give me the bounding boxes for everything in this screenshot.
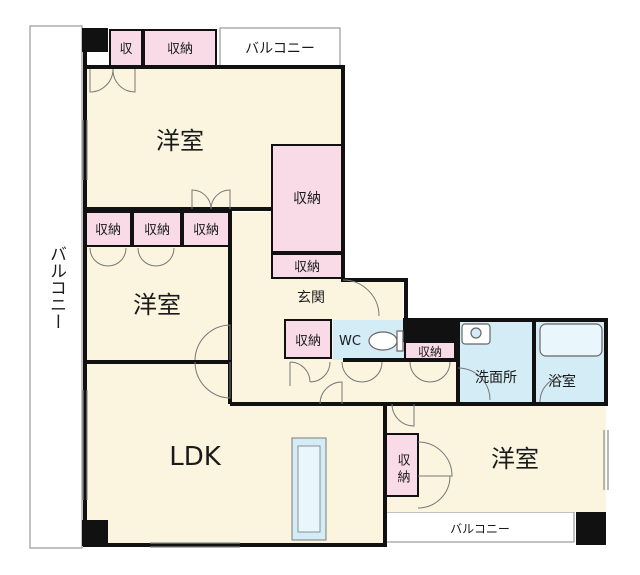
- door-arc: [194, 324, 231, 361]
- room-labels: 洋室 洋室 LDK 洋室 玄関 WC 洗面所 浴室: [133, 127, 576, 473]
- toilet-tank-icon: [396, 330, 404, 352]
- door-arc: [289, 361, 311, 386]
- toilet-icon: [368, 331, 398, 351]
- door-arc: [210, 189, 231, 210]
- room-label-western-mid: 洋室: [133, 291, 181, 319]
- door-arc: [191, 189, 212, 210]
- balcony-labels: バルコニー バルコニー バルコニー: [46, 41, 510, 536]
- storage-label-mid-3: 収納: [193, 223, 219, 238]
- room-label-ldk: LDK: [169, 442, 222, 472]
- room-label-western-top: 洋室: [156, 127, 204, 155]
- storage-fills: [84, 29, 456, 497]
- storage-ldk-right: [385, 433, 419, 497]
- storage-label-hall-2: 収納: [418, 345, 442, 359]
- storage-hall-1: [284, 319, 332, 359]
- balcony-label-left: バルコニー: [46, 245, 66, 330]
- wall-blocks: [82, 28, 606, 546]
- storage-labels: 収 収納 収納 収納 収納 収納 収納 収納 収納 収納: [95, 42, 442, 487]
- storage-label-hall-1: 収納: [295, 334, 321, 349]
- door-arc: [417, 475, 451, 509]
- door-arc: [409, 361, 451, 383]
- storage-label-ldk-right: 収納: [395, 453, 411, 487]
- bathtub-icon: [539, 323, 603, 357]
- storage-mid-2: [132, 211, 182, 247]
- storage-label-right-small: 収納: [294, 260, 320, 275]
- room-label-wc: WC: [339, 334, 361, 349]
- door-arc: [89, 68, 114, 93]
- storage-right-small: [271, 253, 343, 279]
- storage-top-small: [109, 29, 143, 67]
- storage-top-1: [143, 29, 217, 67]
- balcony-label-bottom: バルコニー: [450, 522, 510, 536]
- door-arc: [319, 381, 343, 405]
- door-arc: [457, 367, 491, 401]
- storage-label-mid-2: 収納: [144, 223, 170, 238]
- door-arc: [112, 68, 136, 93]
- door-arc: [194, 361, 231, 399]
- balcony-label-top: バルコニー: [245, 41, 315, 57]
- room-label-western-right: 洋室: [491, 445, 539, 473]
- ldk-area: [85, 362, 385, 544]
- storage-mid-3: [182, 211, 231, 247]
- storage-label-top-small: 収: [119, 42, 132, 57]
- door-swings: [89, 68, 567, 509]
- door-arc: [341, 361, 383, 383]
- kitchen-sink: [297, 445, 321, 533]
- door-arc: [309, 361, 331, 383]
- storage-label-top-1: 収納: [167, 42, 193, 57]
- balcony-left-outline: [29, 25, 83, 549]
- room-label-entrance: 玄関: [297, 289, 325, 306]
- room-label-washroom: 洗面所: [475, 370, 517, 386]
- western-right-area: [386, 404, 606, 512]
- door-arc: [391, 403, 415, 427]
- basin-drain-icon: [470, 327, 482, 339]
- fixtures: [368, 323, 603, 357]
- storage-right-tall: [271, 144, 343, 253]
- door-arc: [539, 375, 567, 403]
- storage-label-right-tall: 収納: [293, 191, 321, 207]
- door-arc: [89, 247, 127, 267]
- windows: [82, 120, 609, 548]
- door-arc: [342, 279, 380, 317]
- room-label-bath: 浴室: [548, 373, 576, 390]
- entrance-area: [343, 280, 403, 320]
- door-arc: [417, 441, 453, 477]
- door-arc: [137, 247, 175, 267]
- storage-label-mid-1: 収納: [95, 223, 121, 238]
- walls: [83, 30, 608, 547]
